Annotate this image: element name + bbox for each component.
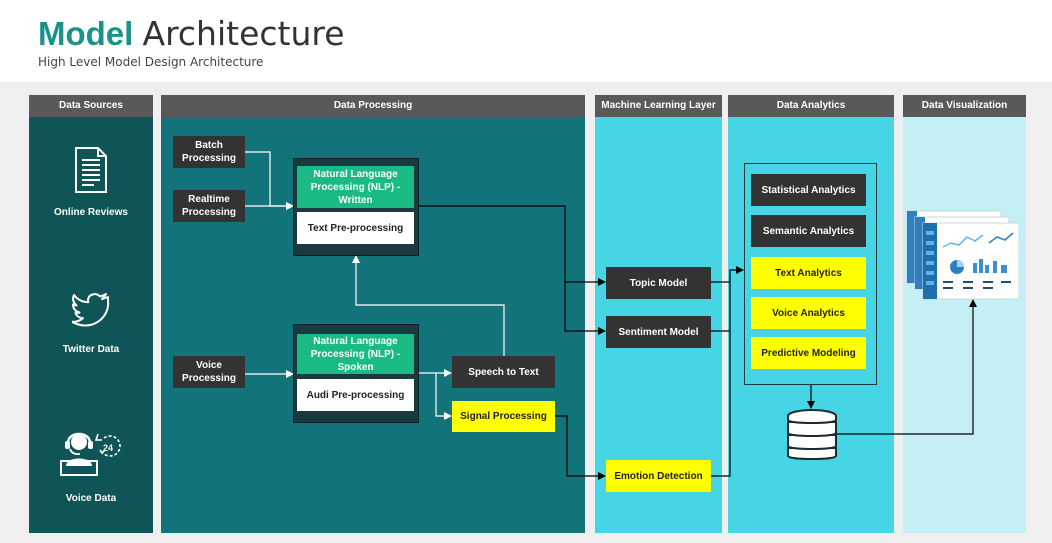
predictive-modeling-box: Predictive Modeling	[751, 337, 866, 369]
realtime-processing-box: Realtime Processing	[173, 190, 245, 222]
nlp-spoken-box: Natural Language Processing (NLP) - Spok…	[297, 334, 414, 374]
dashboard-thumbnails-icon	[905, 207, 1023, 306]
sentiment-model-box: Sentiment Model	[606, 316, 711, 348]
text-preprocessing-box: Text Pre-processing	[297, 212, 414, 244]
header-data-sources: Data Sources	[29, 95, 153, 117]
title-rest: Architecture	[142, 14, 345, 53]
signal-processing-box: Signal Processing	[452, 401, 555, 432]
call-center-icon: 24	[58, 428, 124, 483]
page-header: Model Architecture High Level Model Desi…	[0, 0, 1052, 89]
emotion-detection-box: Emotion Detection	[606, 460, 711, 492]
audi-preprocessing-box: Audi Pre-processing	[297, 379, 414, 411]
voice-badge-text: 24	[103, 443, 113, 453]
header-data-visualization: Data Visualization	[903, 95, 1026, 117]
nlp-written-box: Natural Language Processing (NLP) - Writ…	[297, 166, 414, 208]
topic-model-box: Topic Model	[606, 267, 711, 299]
page-subtitle: High Level Model Design Architecture	[38, 55, 264, 69]
voice-analytics-box: Voice Analytics	[751, 297, 866, 329]
statistical-analytics-box: Statistical Analytics	[751, 174, 866, 206]
speech-to-text-box: Speech to Text	[452, 356, 555, 388]
source-twitter-data: Twitter Data	[62, 344, 120, 355]
header-ml-layer: Machine Learning Layer	[595, 95, 722, 117]
analytics-group-frame	[744, 163, 877, 385]
viz-column	[903, 117, 1026, 533]
source-online-reviews: Online Reviews	[54, 207, 128, 218]
twitter-bird-icon	[71, 293, 110, 332]
header-data-analytics: Data Analytics	[728, 95, 894, 117]
source-voice-data: Voice Data	[65, 493, 117, 504]
database-icon	[786, 408, 838, 467]
batch-processing-box: Batch Processing	[173, 136, 245, 168]
document-icon	[74, 146, 108, 199]
text-analytics-box: Text Analytics	[751, 257, 866, 289]
voice-processing-box: Voice Processing	[173, 356, 245, 388]
semantic-analytics-box: Semantic Analytics	[751, 215, 866, 247]
page-title: Model Architecture	[38, 14, 345, 54]
header-data-processing: Data Processing	[161, 95, 585, 117]
title-strong: Model	[38, 15, 134, 52]
